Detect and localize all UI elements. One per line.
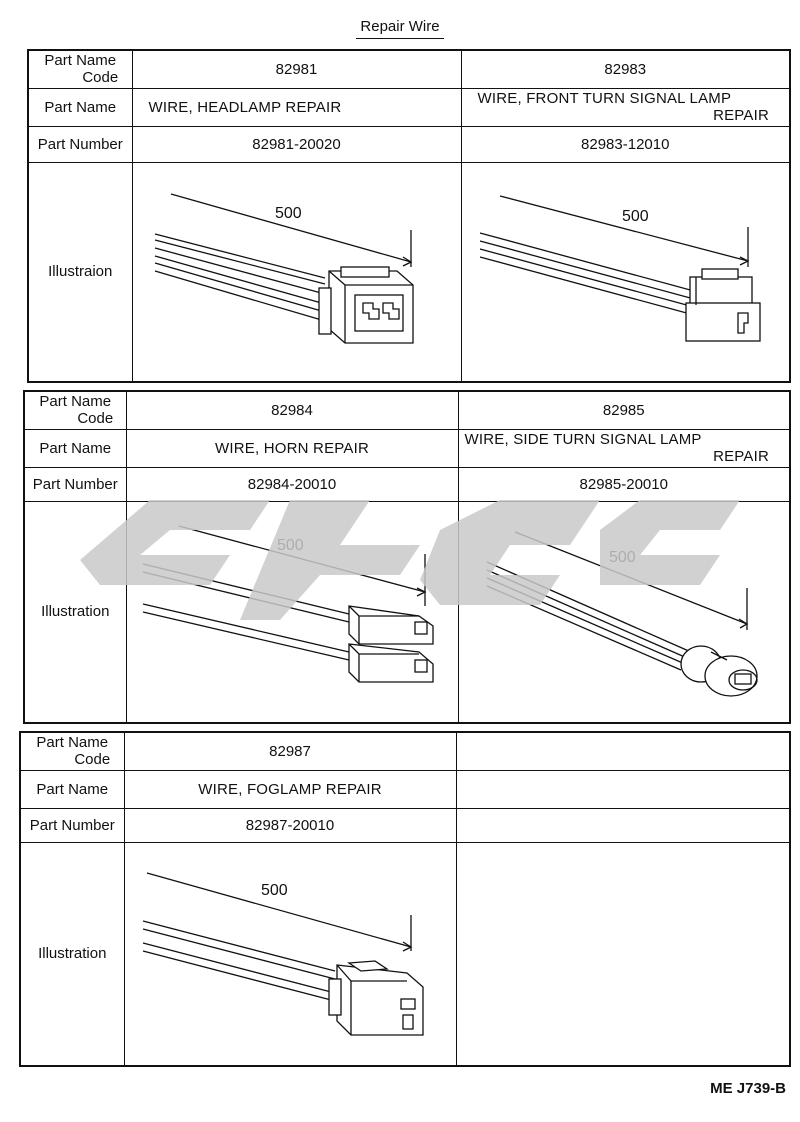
illustration-cell: 500: [125, 500, 459, 724]
part-number: 82985-20010: [457, 466, 791, 502]
part-name-label: Part Name: [23, 428, 127, 468]
illustration-cell-empty: [455, 841, 791, 1067]
dimension-label: 500: [275, 205, 302, 222]
illustration-label: Illustration: [19, 841, 125, 1067]
dimension-label: 500: [622, 208, 649, 225]
illustration-cell: 500: [123, 841, 457, 1067]
part-name: WIRE, HORN REPAIR: [125, 428, 459, 468]
part-number: 82987-20010: [123, 807, 457, 843]
horn-wire-illustration: 500: [142, 525, 434, 683]
illustration-cell: 500: [460, 161, 791, 383]
part-number-label: Part Number: [27, 125, 133, 163]
side-turn-signal-wire-illustration: 500: [486, 531, 758, 697]
dimension-label: 500: [609, 549, 636, 566]
part-number-label: Part Number: [19, 807, 125, 843]
part-name: WIRE, HEADLAMP REPAIR: [131, 87, 462, 127]
illustration-cell: 500: [131, 161, 462, 383]
part-number: 82984-20010: [125, 466, 459, 502]
part-name-label: Part Name: [27, 87, 133, 127]
front-turn-signal-wire-illustration: 500: [479, 195, 761, 342]
foglamp-wire-illustration: 500: [142, 872, 424, 1036]
illustration-label: Illustration: [23, 500, 127, 724]
part-code: [455, 731, 791, 771]
illustration-label: Illustraion: [27, 161, 133, 383]
part-code: 82987: [123, 731, 457, 771]
part-number: 82981-20020: [131, 125, 462, 163]
dimension-label: 500: [277, 537, 304, 554]
part-number: 82983-12010: [460, 125, 791, 163]
part-code: 82983: [460, 49, 791, 89]
dimension-label: 500: [261, 882, 288, 899]
page-title: Repair Wire: [0, 18, 800, 39]
part-name-label: Part Name: [19, 769, 125, 809]
part-code: 82981: [131, 49, 462, 89]
illustration-cell: 500: [457, 500, 791, 724]
headlamp-wire-illustration: 500: [154, 193, 414, 344]
part-code: 82985: [457, 390, 791, 430]
document-reference: ME J739-B: [710, 1080, 786, 1097]
part-number-label: Part Number: [23, 466, 127, 502]
part-number: [455, 807, 791, 843]
part-code: 82984: [125, 390, 459, 430]
part-name: [455, 769, 791, 809]
part-name: WIRE, FOGLAMP REPAIR: [123, 769, 457, 809]
